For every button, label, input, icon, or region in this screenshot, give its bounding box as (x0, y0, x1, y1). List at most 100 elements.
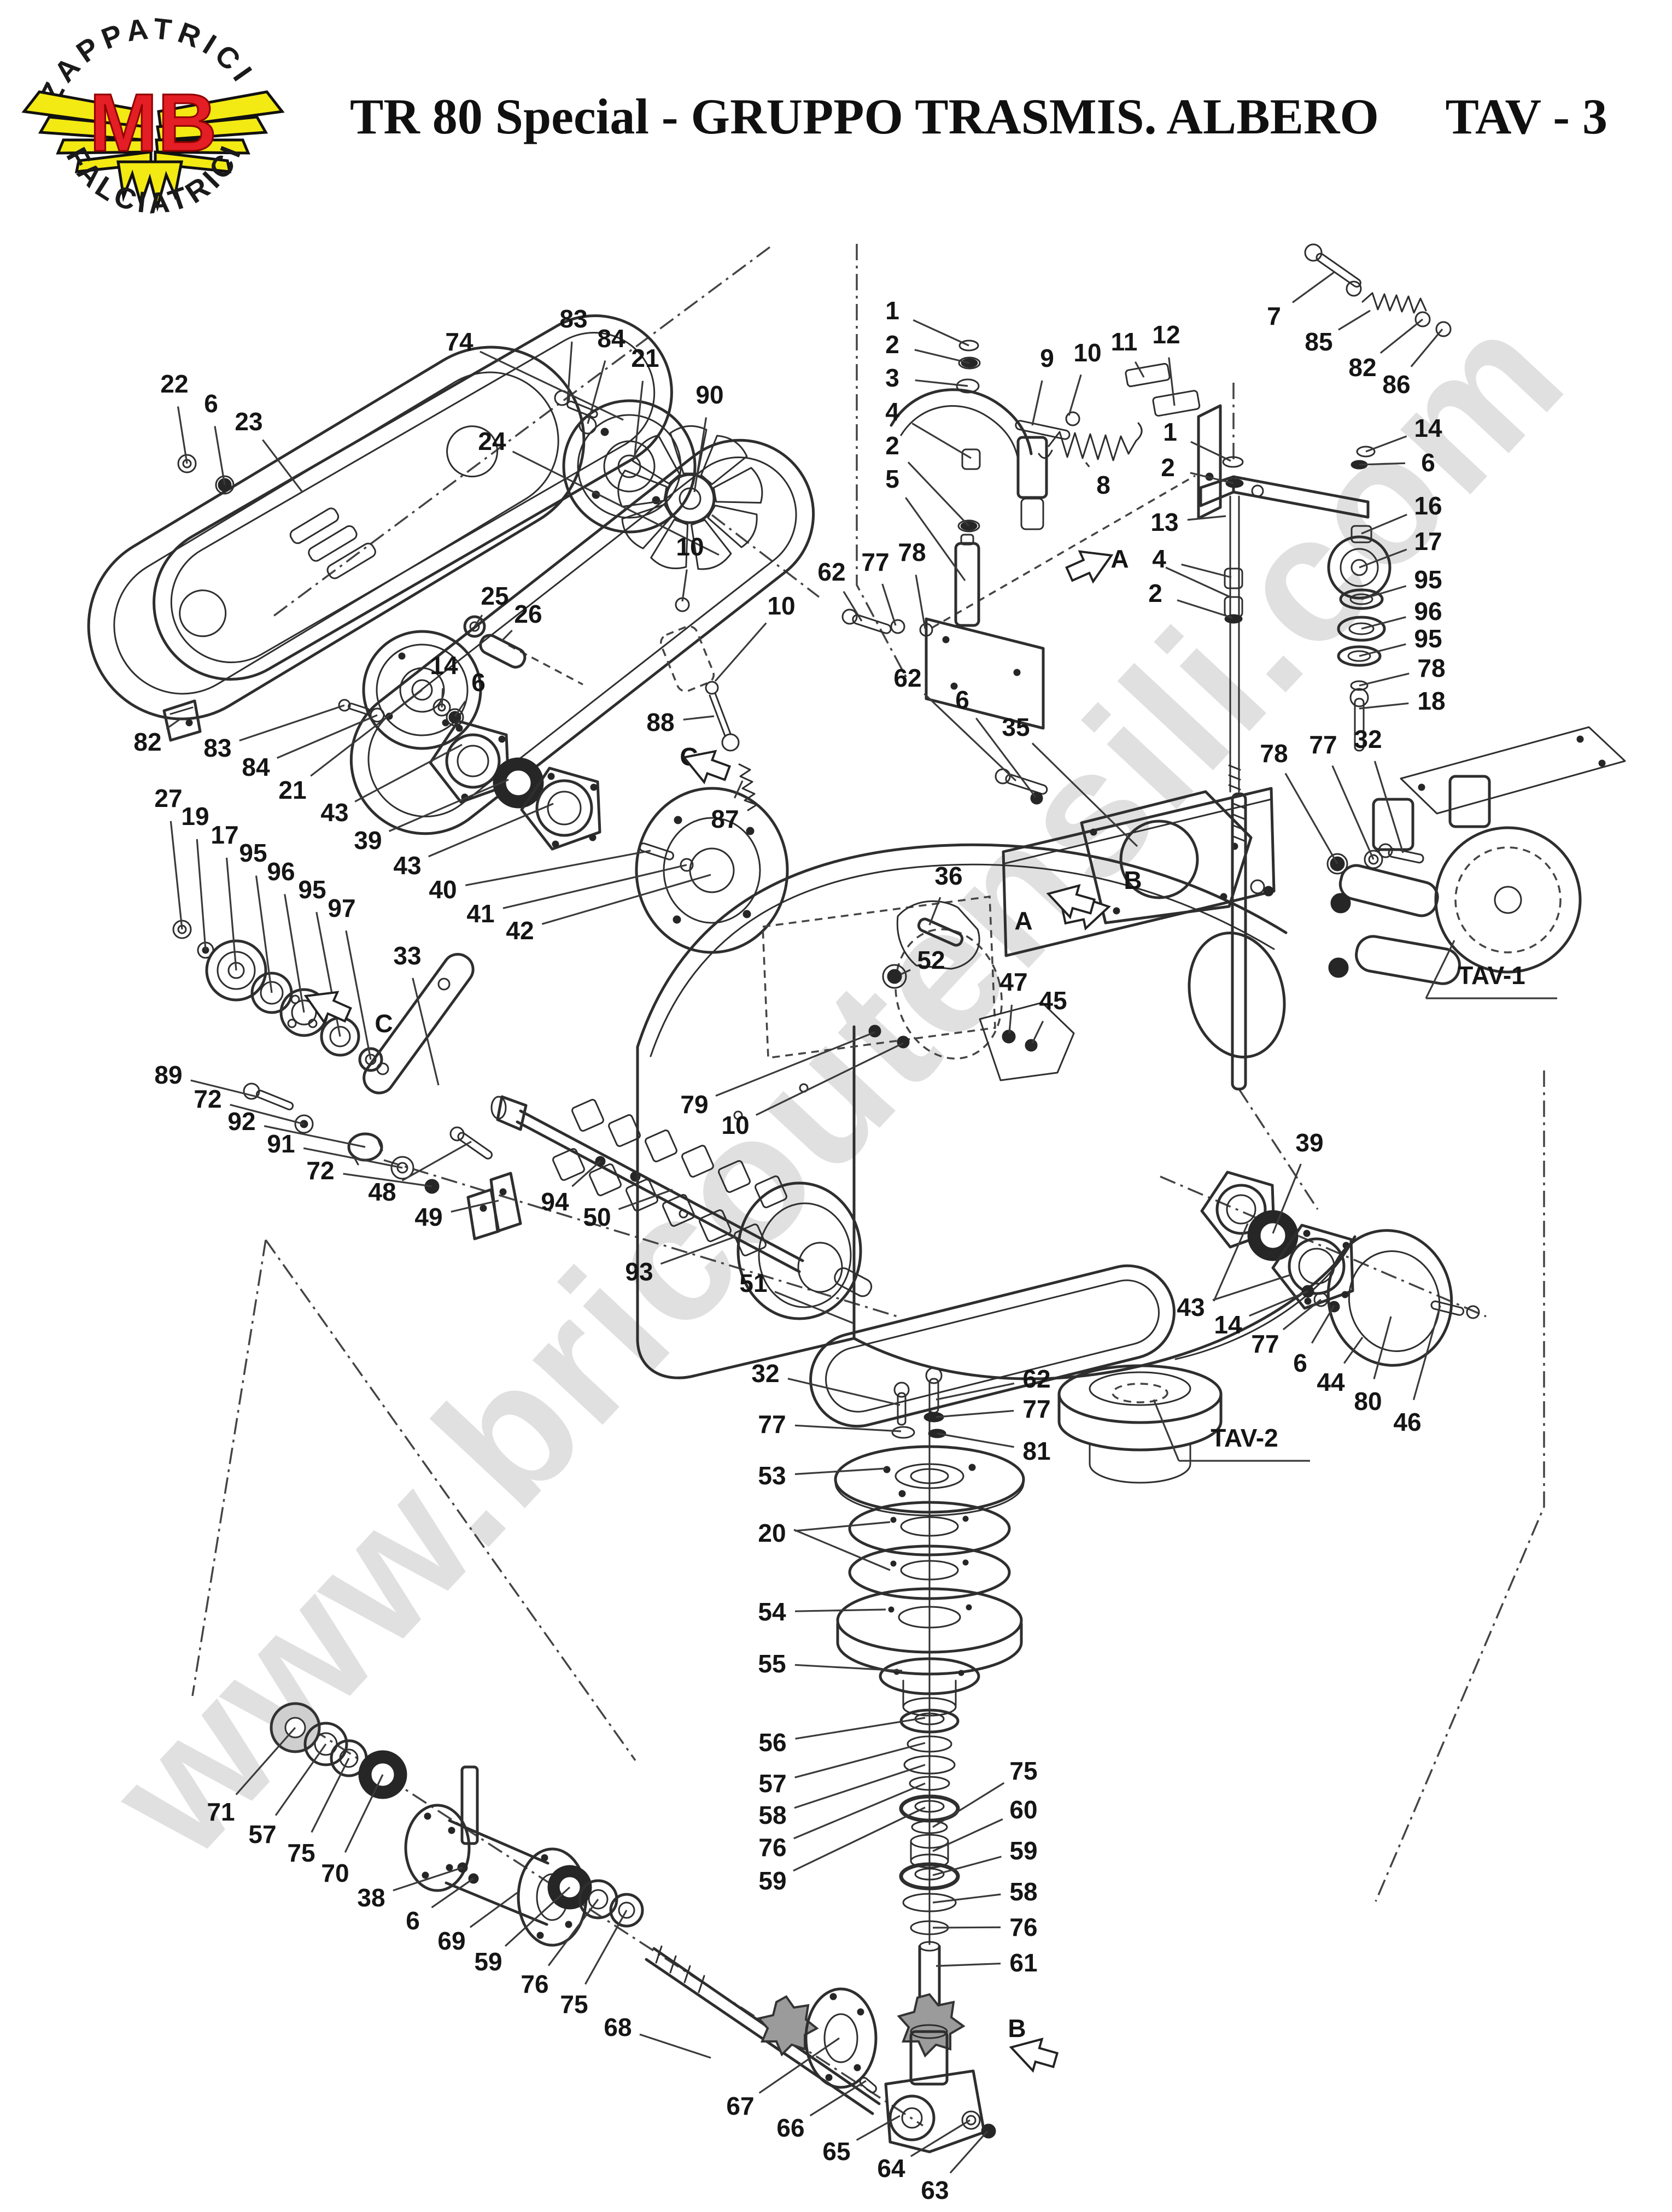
center-stack (834, 1367, 1025, 2058)
top-right-group (1197, 243, 1452, 793)
leader-line (1272, 1163, 1302, 1234)
part-number-label: 51 (739, 1269, 767, 1297)
leader-line (401, 1140, 472, 1181)
part-number-label: 6 (1421, 448, 1435, 477)
leader-line (584, 1910, 628, 1985)
part-number-label: 3 (885, 364, 899, 392)
leader-line (547, 1899, 599, 1967)
part-number-label: 65 (822, 2137, 850, 2166)
part-number-label: 79 (680, 1090, 708, 1119)
part-number-label: 54 (758, 1597, 786, 1626)
brand-logo: ZAPPATRICI MB FALCIATRICI (11, 4, 295, 248)
leader-line (794, 1467, 886, 1475)
part-number-label: 76 (521, 1970, 548, 1998)
part-number-label: 62 (817, 558, 845, 586)
part-number-label: 72 (306, 1156, 334, 1185)
part-number-label: 2 (885, 330, 899, 359)
part-number-label: 90 (695, 381, 723, 409)
leader-line (480, 350, 624, 421)
part-number-label: 75 (560, 1990, 588, 2018)
part-number-label: 59 (758, 1866, 786, 1895)
leader-line (1359, 672, 1410, 687)
link-spring-group (660, 597, 758, 811)
leader-line (214, 426, 226, 485)
view-letter: C (375, 1009, 393, 1038)
part-number-label: 82 (1348, 353, 1376, 382)
leader-line (774, 1291, 853, 1324)
part-number-label: 83 (203, 734, 231, 762)
part-number-label: 21 (631, 344, 659, 372)
leader-line (1181, 563, 1232, 578)
part-number-label: 6 (1293, 1349, 1307, 1377)
leader-line (949, 2130, 989, 2174)
part-number-label: 78 (1260, 739, 1288, 768)
part-number-label: 64 (877, 2154, 905, 2182)
leader-line (1212, 1274, 1291, 1301)
part-number-label: 58 (1009, 1877, 1037, 1906)
belt-cover-23 (87, 346, 586, 721)
leader-line (1373, 760, 1404, 853)
part-number-label: 6 (471, 668, 486, 697)
leader-line (1085, 462, 1090, 467)
belt-51 (809, 1264, 1176, 1428)
leader-line (881, 583, 897, 626)
view-direction-arrow-icon (303, 991, 352, 1025)
leader-line (756, 1042, 904, 1116)
leader-line (901, 969, 911, 975)
leader-line (512, 450, 720, 556)
title-row: TR 80 Special - GRUPPO TRASMIS. ALBERO T… (350, 87, 1607, 145)
part-number-label: 43 (1177, 1293, 1205, 1321)
belt-74 (153, 314, 673, 681)
part-number-label: 97 (328, 894, 355, 922)
leader-line (910, 2119, 971, 2157)
part-number-label: 92 (227, 1107, 255, 1136)
part-number-label: 75 (1009, 1757, 1037, 1785)
leader-line (1410, 328, 1443, 367)
leader-line (345, 930, 372, 1060)
leader-line (1177, 599, 1233, 619)
leader-line (1190, 441, 1231, 462)
leader-line (714, 622, 767, 682)
leader-line (907, 461, 970, 527)
leader-line (451, 1199, 499, 1213)
leader-line (1031, 742, 1138, 847)
leader-line (795, 1717, 926, 1740)
part-number-label: 6 (204, 389, 218, 418)
part-number-label: 95 (239, 839, 267, 867)
leader-line (1359, 643, 1406, 657)
leader-line (1213, 1223, 1249, 1302)
view-letter: B (1124, 866, 1142, 894)
leader-line (1343, 1337, 1364, 1364)
part-number-label: 68 (604, 2013, 632, 2041)
view-direction-arrow-icon (1046, 883, 1096, 920)
belt-24 (349, 438, 815, 835)
part-number-label: 38 (357, 1883, 385, 1912)
leader-line (936, 1382, 1015, 1401)
part-number-label: 91 (267, 1130, 295, 1158)
view-letter: A (1110, 545, 1129, 573)
leader-line (856, 2115, 901, 2141)
leader-line (1168, 357, 1176, 406)
leader-line (915, 575, 926, 629)
leader-line (587, 360, 606, 424)
part-number-label: 6 (406, 1906, 420, 1935)
part-number-label: 10 (721, 1111, 749, 1139)
leader-line (1361, 585, 1407, 600)
part-number-label: 48 (368, 1178, 396, 1206)
leader-line (1331, 765, 1375, 860)
leader-line (274, 1743, 327, 1816)
part-number-label: 62 (893, 664, 921, 692)
part-number-label: 33 (393, 941, 421, 970)
part-number-label: 11 (1111, 327, 1138, 356)
leader-line (936, 1962, 1001, 1967)
part-number-label: 17 (211, 821, 238, 849)
view-direction-arrow-icon (1009, 2037, 1059, 2073)
part-number-label: 76 (1009, 1913, 1037, 1941)
leader-line (1365, 435, 1407, 453)
leader-line (923, 693, 1017, 782)
leader-line (905, 497, 966, 581)
part-number-label: 60 (1009, 1795, 1037, 1824)
leader-line (428, 803, 554, 858)
leader-line (1249, 1290, 1308, 1317)
